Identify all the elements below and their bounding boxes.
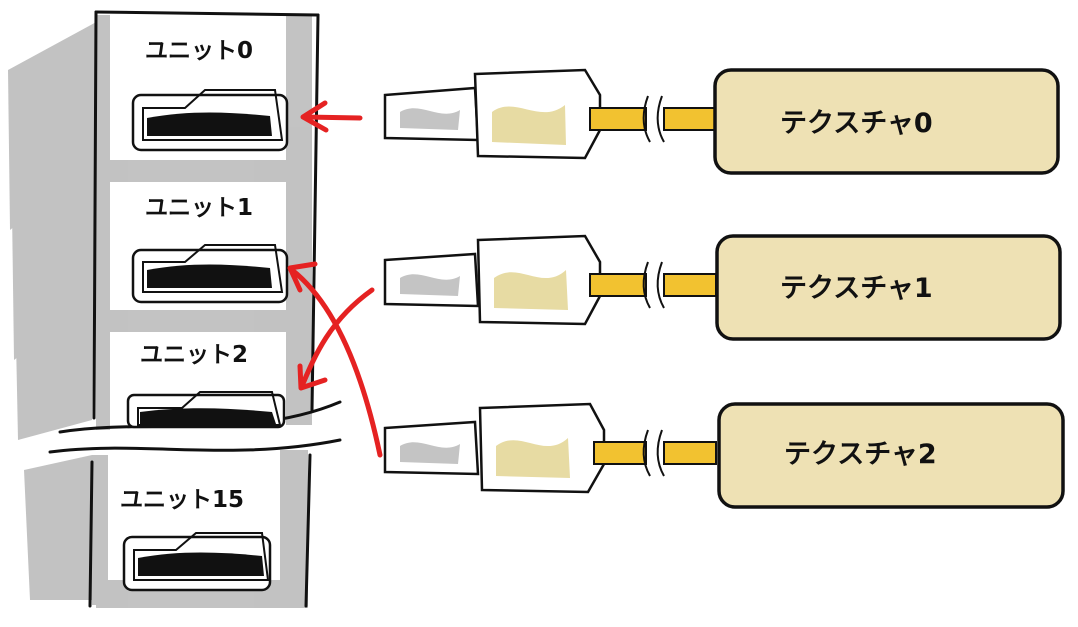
unit-slot-0 — [131, 89, 289, 152]
arrow-texture2-to-unit1 — [289, 267, 383, 458]
unit-slot-2 — [126, 391, 286, 429]
texture-box-2 — [717, 402, 1065, 509]
plug-2 — [383, 402, 717, 494]
unit-label-2: ユニット2 — [140, 342, 248, 368]
red-arrows — [287, 100, 383, 458]
unit-label-1: ユニット1 — [145, 195, 253, 221]
rack-shading — [8, 15, 312, 608]
unit-slot-1 — [131, 244, 289, 304]
rack-outline — [48, 10, 342, 608]
texture-box-0 — [713, 68, 1060, 175]
plug-1 — [383, 234, 717, 326]
texture-label-1: テクスチャ1 — [780, 273, 933, 304]
texture-box-1 — [715, 234, 1062, 341]
arrow-texture1-to-unit2 — [299, 287, 375, 389]
unit-slot-15 — [122, 532, 272, 592]
arrow-texture0-to-unit0 — [302, 114, 363, 121]
unit-label-15: ユニット15 — [120, 487, 244, 513]
texture-label-2: テクスチャ2 — [784, 439, 937, 470]
texture-label-0: テクスチャ0 — [780, 108, 933, 139]
arrow-head-unit1 — [287, 261, 318, 293]
unit-label-0: ユニット0 — [145, 38, 253, 64]
arrow-head-unit2 — [297, 363, 328, 391]
plug-0 — [383, 68, 717, 160]
arrow-head-unit0 — [300, 100, 329, 133]
